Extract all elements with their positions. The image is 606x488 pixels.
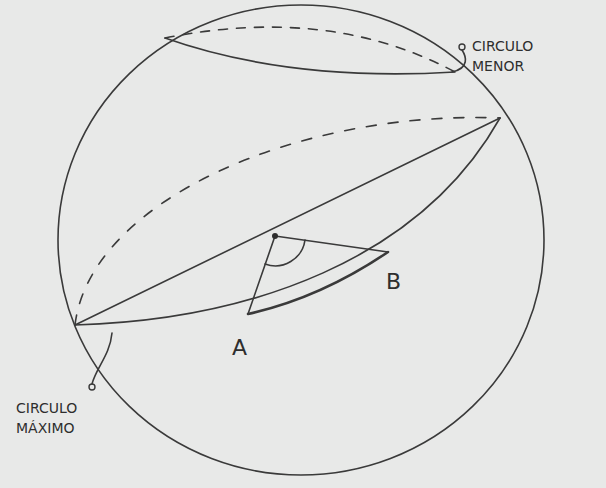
radius-oa: [248, 236, 275, 314]
sphere-outline: [58, 5, 544, 475]
leader-end: [459, 44, 465, 50]
small-circle-back: [165, 27, 455, 72]
callout-label: CIRCULO MÁXIMO: [16, 398, 98, 439]
diameter-line: [75, 118, 500, 325]
point-label: B: [386, 266, 401, 298]
great-circle-front: [75, 118, 500, 325]
leader-end: [89, 384, 95, 390]
arc-ab: [248, 252, 388, 314]
great-circle-back: [75, 118, 500, 325]
leader-line: [452, 50, 465, 72]
small-circle-front: [165, 38, 455, 74]
radius-ob: [275, 236, 388, 252]
point-label: A: [232, 332, 247, 364]
center-point: [272, 233, 278, 239]
callout-label: CIRCULO MENOR: [472, 36, 552, 77]
leader-line: [92, 333, 112, 384]
angle-arc: [265, 240, 305, 266]
